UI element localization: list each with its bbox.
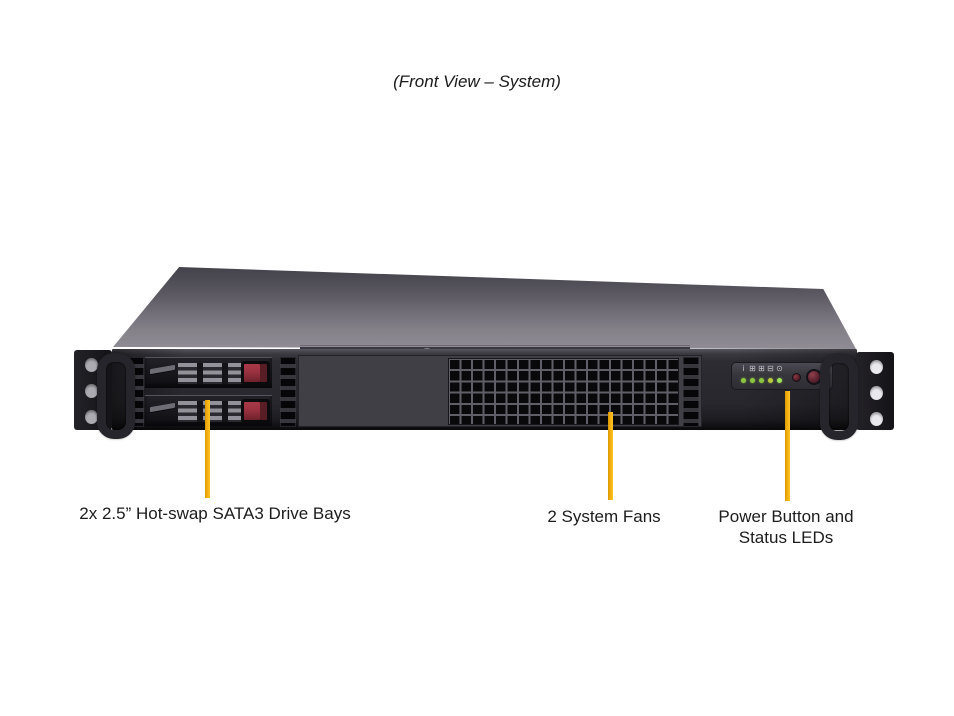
drive-bays-label: 2x 2.5” Hot-swap SATA3 Drive Bays <box>79 504 351 523</box>
nic2-led <box>750 378 755 383</box>
power-status-label: Power Button and Status LEDs <box>686 506 886 548</box>
tray-handle-bar <box>150 402 175 413</box>
latch-button <box>244 364 260 382</box>
mounting-hole <box>85 410 98 424</box>
rack-handle-right <box>820 354 858 440</box>
rack-ear-right <box>856 352 894 430</box>
tray-vent-slats <box>178 363 252 384</box>
control-panel <box>731 362 833 390</box>
mounting-hole <box>870 412 883 426</box>
power-led-icon <box>776 365 783 373</box>
mounting-hole <box>85 384 98 398</box>
tray-release-latch <box>241 361 270 385</box>
power-led <box>777 378 782 383</box>
rack-handle-left <box>97 353 135 439</box>
chassis-top-lid <box>113 267 856 350</box>
system-fans-label: 2 System Fans <box>547 507 661 526</box>
latch-tab <box>260 402 267 420</box>
latch-tab <box>260 364 267 382</box>
power-status-label-line1: Power Button and <box>718 507 854 526</box>
mounting-hole <box>870 360 883 374</box>
drive-bay-tray-1 <box>145 357 272 388</box>
vent-column-right <box>683 357 699 427</box>
tray-handle-bar <box>150 364 175 375</box>
info-led <box>741 378 746 383</box>
nic1-led <box>759 378 764 383</box>
hdd-led <box>768 378 773 383</box>
info-led-icon <box>740 365 747 373</box>
vent-column-middle <box>280 357 296 427</box>
lid-front-groove <box>300 345 690 349</box>
reset-button <box>792 373 801 382</box>
tray-release-latch <box>241 399 270 423</box>
mounting-hole <box>870 386 883 400</box>
figure-title: (Front View – System) <box>393 72 561 91</box>
callout-line-power-status <box>785 391 790 501</box>
nic1-led-icon <box>758 365 765 373</box>
power-status-label-line2: Status LEDs <box>738 528 834 547</box>
hdd-led-icon <box>767 365 774 373</box>
latch-button <box>244 402 260 420</box>
fan-grille <box>448 358 679 425</box>
nic2-led-icon <box>749 365 756 373</box>
tray-vent-slats <box>178 401 252 422</box>
callout-line-drive-bays <box>205 400 210 498</box>
mounting-hole <box>85 358 98 372</box>
callout-line-system-fans <box>608 412 613 500</box>
